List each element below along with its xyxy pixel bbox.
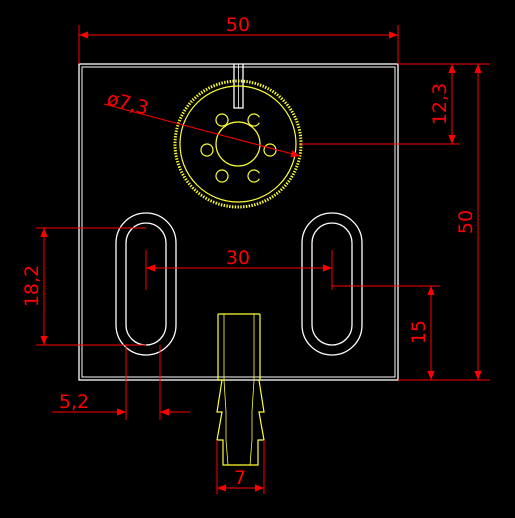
bolt-hole bbox=[263, 143, 277, 157]
gear-assembly bbox=[173, 79, 303, 466]
gear-teeth-ring bbox=[173, 79, 303, 209]
dim-slot-height: 15 bbox=[408, 320, 430, 344]
dim-nozzle-width: 7 bbox=[234, 467, 246, 489]
left-slot-outer bbox=[115, 212, 177, 356]
bolt-hole-cleanup bbox=[193, 112, 274, 184]
dim-hole-offset: 12,3 bbox=[429, 83, 451, 125]
bolt-hole bbox=[247, 169, 261, 183]
dim-slot-length: 18,2 bbox=[21, 265, 43, 307]
bolt-hole bbox=[247, 113, 261, 127]
right-slot-outer bbox=[301, 212, 363, 356]
center-bore bbox=[215, 121, 261, 167]
dim-slot-spacing: 30 bbox=[226, 247, 250, 269]
hose-barb bbox=[216, 313, 265, 466]
right-slot-inner bbox=[311, 222, 353, 346]
bolt-hole bbox=[215, 113, 229, 127]
dim-hole-diameter: ø7,3 bbox=[105, 88, 151, 120]
bolt-hole bbox=[200, 143, 214, 157]
dim-slot-width: 5,2 bbox=[59, 391, 89, 413]
bolt-hole bbox=[215, 169, 229, 183]
dimensions bbox=[36, 25, 490, 494]
diameter-leader bbox=[103, 103, 301, 158]
gear-outer-circle bbox=[179, 85, 297, 203]
dim-overall-height: 50 bbox=[455, 210, 477, 234]
dim-overall-width: 50 bbox=[226, 14, 250, 36]
